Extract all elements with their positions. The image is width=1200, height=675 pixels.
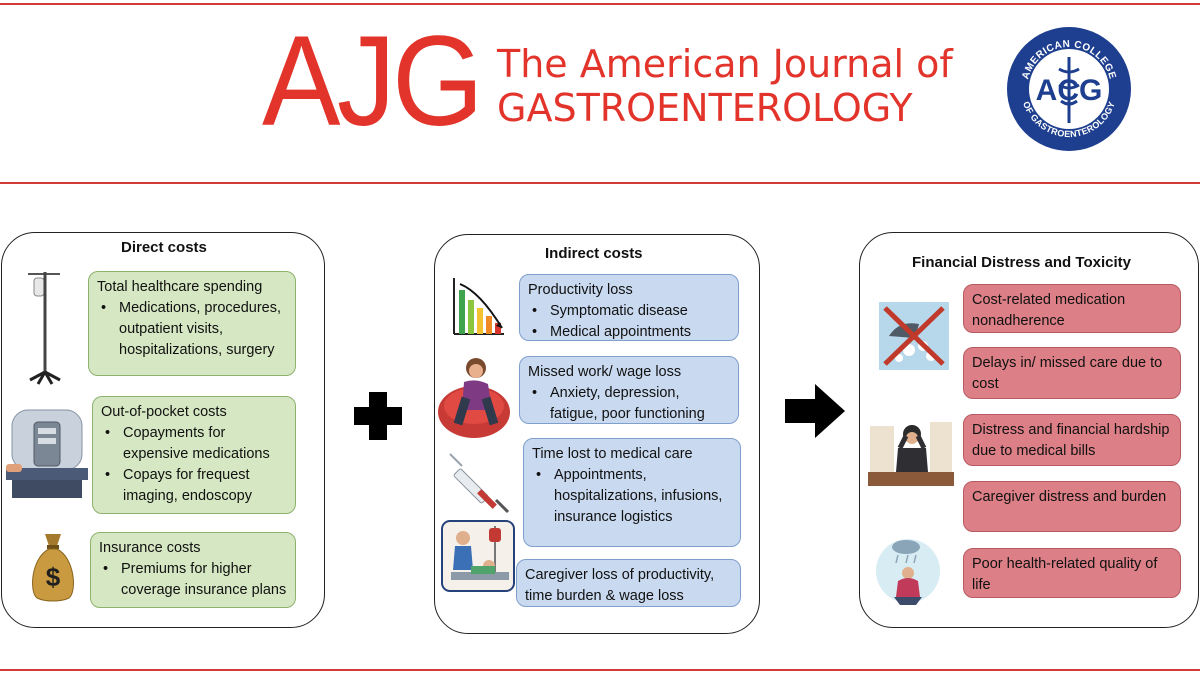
mri-scanner-icon [6,409,88,498]
box-text: Poor health-related quality of life [972,556,1158,593]
top-rule [0,3,1200,5]
seal-abbr: ACG [1036,74,1103,107]
bullet-item: Medical appointments [532,322,730,343]
caregiver-loss-box: Caregiver loss of productivity, time bur… [516,559,741,607]
caregiver-distress-box: Caregiver distress and burden [963,481,1181,532]
total-healthcare-spending-box: Total healthcare spending Medications, p… [88,271,296,376]
indirect-costs-title: Indirect costs [545,245,643,262]
box-text: Cost-related medication nonadherence [972,292,1126,329]
out-of-pocket-costs-box: Out-of-pocket costs Copayments for expen… [92,396,296,514]
plus-icon [354,392,402,440]
bullet-item: Copays for frequest imaging, endoscopy [105,465,287,507]
financial-distress-title: Financial Distress and Toxicity [912,254,1131,271]
declining-chart-icon [453,278,504,335]
box-text: Distress and financial hardship due to m… [972,422,1170,459]
box-text: Caregiver distress and burden [972,489,1167,505]
bullet-item: Symptomatic disease [532,301,730,322]
bottom-rule [0,669,1200,671]
box-title: Missed work/ wage loss [528,364,682,380]
box-title: Insurance costs [99,540,201,556]
sad-person-rain-icon [876,539,940,605]
box-title: Caregiver loss of productivity, time bur… [525,567,715,604]
cost-related-nonadherence-box: Cost-related medication nonadherence [963,284,1181,333]
bullet-item: Premiums for higher coverage insurance p… [103,559,287,601]
syringe-icon [449,453,510,514]
money-bag-icon: $ [32,534,74,602]
stressed-worker-icon [868,422,954,486]
journal-title-line2: GASTROENTEROLOGY [497,86,913,130]
box-title: Time lost to medical care [532,446,693,462]
box-title: Productivity loss [528,282,633,298]
bullet-item: Anxiety, depression, fatigue, poor funct… [532,383,730,425]
ajg-logo: AJG [262,10,484,153]
caregiver-icon [441,520,515,592]
poor-quality-of-life-box: Poor health-related quality of life [963,548,1181,598]
missed-work-wage-loss-box: Missed work/ wage loss Anxiety, depressi… [519,356,739,424]
box-text: Delays in/ missed care due to cost [972,355,1163,392]
delays-missed-care-box: Delays in/ missed care due to cost [963,347,1181,399]
arrow-right-icon [785,384,845,438]
acg-seal-icon: AMERICAN COLLEGE OF GASTROENTEROLOGY ACG [1007,27,1131,151]
bullet-item: Copayments for expensive medications [105,423,287,465]
financial-hardship-box: Distress and financial hardship due to m… [963,414,1181,466]
bullet-item: Medications, procedures, outpatient visi… [101,298,287,361]
journal-title-line1: The American Journal of [497,42,953,86]
insurance-costs-box: Insurance costs Premiums for higher cove… [90,532,296,608]
distressed-person-icon [438,358,510,438]
productivity-loss-box: Productivity loss Symptomatic disease Me… [519,274,739,343]
no-pills-icon [879,302,949,370]
direct-costs-title: Direct costs [121,239,207,256]
svg-text:$: $ [46,562,61,592]
box-title: Total healthcare spending [97,279,263,295]
header-rule [0,182,1200,184]
box-title: Out-of-pocket costs [101,404,227,420]
iv-pole-icon [28,272,61,385]
time-lost-medical-care-box: Time lost to medical care Appointments, … [523,438,741,547]
bullet-item: Appointments, hospitalizations, infusion… [536,465,732,528]
